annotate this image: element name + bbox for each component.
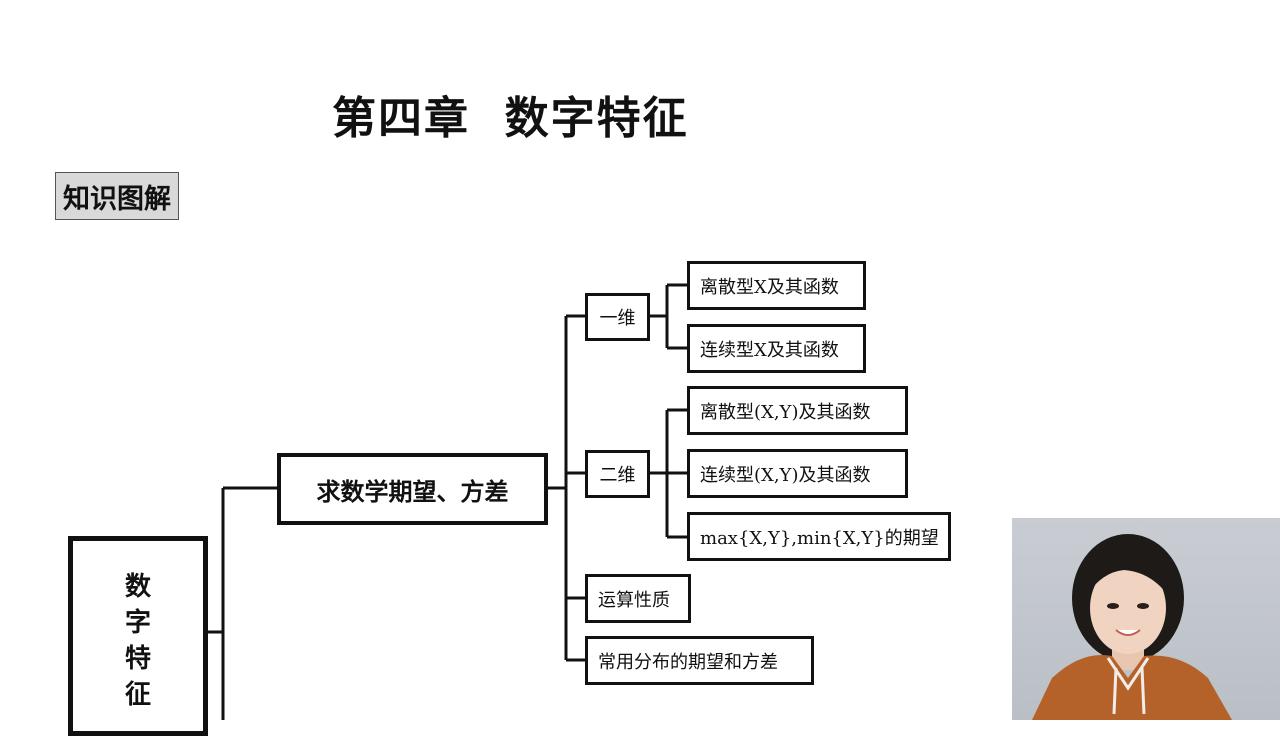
presenter-avatar xyxy=(1032,534,1232,720)
leaf-node: 离散型(X,Y)及其函数 xyxy=(687,386,908,435)
root-char: 字 xyxy=(124,608,151,638)
page-title: 第四章 数字特征 xyxy=(332,93,689,144)
group-node-1d: 一维 xyxy=(585,293,650,341)
leaf-node: 运算性质 xyxy=(585,574,691,623)
leaf-node: 连续型(X,Y)及其函数 xyxy=(687,449,908,498)
branch-node: 求数学期望、方差 xyxy=(277,453,548,525)
section-tag: 知识图解 xyxy=(55,172,179,220)
root-char: 征 xyxy=(124,680,151,710)
root-char: 特 xyxy=(124,644,151,674)
leaf-node: 连续型X及其函数 xyxy=(687,324,866,373)
leaf-node: 常用分布的期望和方差 xyxy=(585,636,814,685)
connector-lines xyxy=(208,283,688,720)
root-node: 数字特征 xyxy=(68,536,208,736)
leaf-node: max{X,Y},min{X,Y}的期望 xyxy=(687,512,951,561)
root-char: 数 xyxy=(124,572,151,602)
webcam-overlay xyxy=(1012,518,1280,720)
leaf-node: 离散型X及其函数 xyxy=(687,261,866,310)
group-node-2d: 二维 xyxy=(585,450,650,498)
